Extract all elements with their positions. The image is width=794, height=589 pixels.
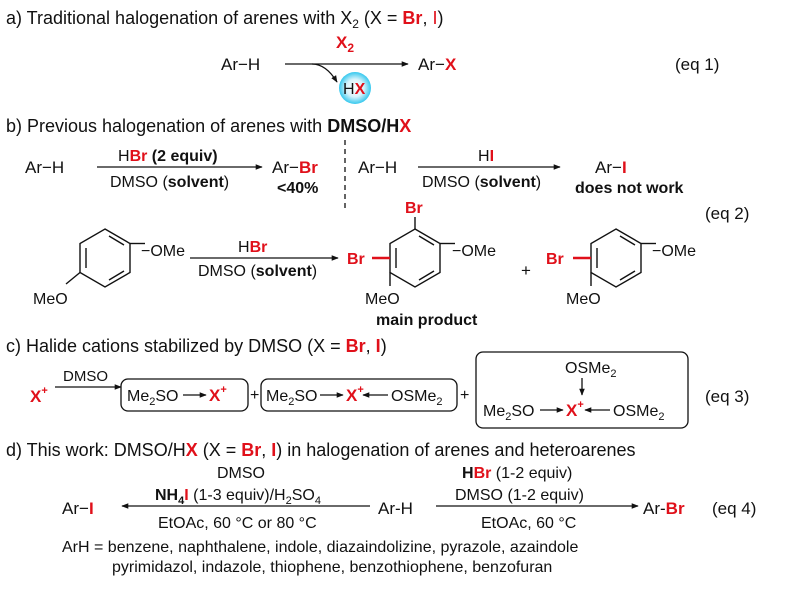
section-b-title: b) Previous halogenation of arenes with … bbox=[6, 116, 411, 136]
reagent-x2: X2 bbox=[336, 33, 354, 55]
plus-sign: + bbox=[250, 387, 259, 404]
ome-substituent: −OMe bbox=[452, 243, 496, 260]
br-side: Br bbox=[546, 251, 564, 268]
center-substrate: Ar-H bbox=[378, 499, 413, 518]
complex-2-x: X+ bbox=[346, 384, 364, 405]
x-cation: X+ bbox=[30, 385, 48, 406]
product-ar-x: Ar−X bbox=[418, 55, 457, 74]
bromination-product: Ar-Br bbox=[643, 499, 685, 518]
main-product-label: main product bbox=[376, 312, 478, 329]
section-c-title: c) Halide cations stabilized by DMSO (X … bbox=[6, 336, 387, 356]
dibromo-product bbox=[389, 217, 455, 288]
plus-sign: + bbox=[521, 261, 531, 280]
ome-substituent: −OMe bbox=[652, 243, 696, 260]
rxn2-condition: DMSO (solvent) bbox=[422, 174, 541, 191]
iodination-condition: EtOAc, 60 °C or 80 °C bbox=[158, 515, 317, 532]
rxn1-yield: <40% bbox=[277, 180, 318, 197]
complex-3-donor: Me2SO bbox=[483, 403, 534, 423]
complex-box-2 bbox=[260, 378, 458, 412]
dmso-label: DMSO bbox=[63, 368, 108, 385]
rxn2-reagent: HI bbox=[478, 148, 494, 165]
br-top: Br bbox=[405, 200, 423, 217]
byproduct-arrow bbox=[311, 63, 338, 83]
eq3-label: (eq 3) bbox=[705, 387, 749, 406]
rxn1-condition: DMSO (solvent) bbox=[110, 174, 229, 191]
bromination-reagent: HBr (1-2 equiv) bbox=[462, 465, 572, 482]
arh-scope-line-2: pyrimidazol, indazole, thiophene, benzot… bbox=[112, 559, 552, 576]
ome-substituent: −OMe bbox=[141, 243, 185, 260]
section-a-title: a) Traditional halogenation of arenes wi… bbox=[6, 8, 443, 31]
eq2-label: (eq 2) bbox=[705, 204, 749, 223]
iodination-product: Ar−I bbox=[62, 499, 94, 518]
eq1-label: (eq 1) bbox=[675, 55, 719, 74]
rxn2-product: Ar−I bbox=[595, 158, 627, 177]
reactant-ar-h: Ar−H bbox=[221, 55, 260, 74]
complex-2-acceptor: OSMe2 bbox=[391, 388, 442, 408]
complex-3-acceptor: OSMe2 bbox=[613, 403, 664, 423]
iodination-reagent-dmso: DMSO bbox=[217, 465, 265, 482]
rxn2-reactant: Ar−H bbox=[358, 158, 397, 177]
anisole-reactant bbox=[65, 228, 145, 288]
complex-3-top: OSMe2 bbox=[565, 360, 616, 380]
complex-box-3 bbox=[475, 351, 689, 429]
meo-substituent: MeO bbox=[566, 291, 601, 308]
rxn3-reagent: HBr bbox=[238, 239, 267, 256]
complex-2-donor: Me2SO bbox=[266, 388, 317, 408]
rxn1-reactant: Ar−H bbox=[25, 158, 64, 177]
meo-substituent: MeO bbox=[33, 291, 68, 308]
section-d-title: d) This work: DMSO/HX (X = Br, I) in hal… bbox=[6, 440, 636, 460]
br-left: Br bbox=[347, 251, 365, 268]
rxn1-reagent: HBr (2 equiv) bbox=[118, 148, 218, 165]
rxn2-note: does not work bbox=[575, 180, 684, 197]
complex-box-1 bbox=[120, 378, 249, 412]
byproduct-hx: HX bbox=[343, 81, 366, 98]
rxn1-product: Ar−Br bbox=[272, 158, 318, 177]
bromination-condition: EtOAc, 60 °C bbox=[481, 515, 576, 532]
bromination-dmso: DMSO (1-2 equiv) bbox=[455, 487, 584, 504]
eq4-label: (eq 4) bbox=[712, 499, 756, 518]
monobromo-product bbox=[590, 228, 656, 288]
arh-scope-line-1: ArH = benzene, naphthalene, indole, diaz… bbox=[62, 539, 578, 556]
complex-1-x: X+ bbox=[209, 384, 227, 405]
hx-bubble bbox=[339, 72, 371, 104]
plus-sign: + bbox=[460, 387, 469, 404]
complex-3-x: X+ bbox=[566, 399, 584, 420]
rxn3-condition: DMSO (solvent) bbox=[198, 263, 317, 280]
complex-1-donor: Me2SO bbox=[127, 388, 178, 408]
meo-substituent: MeO bbox=[365, 291, 400, 308]
iodination-reagent: NH4I (1-3 equiv)/H2SO4 bbox=[155, 487, 321, 507]
